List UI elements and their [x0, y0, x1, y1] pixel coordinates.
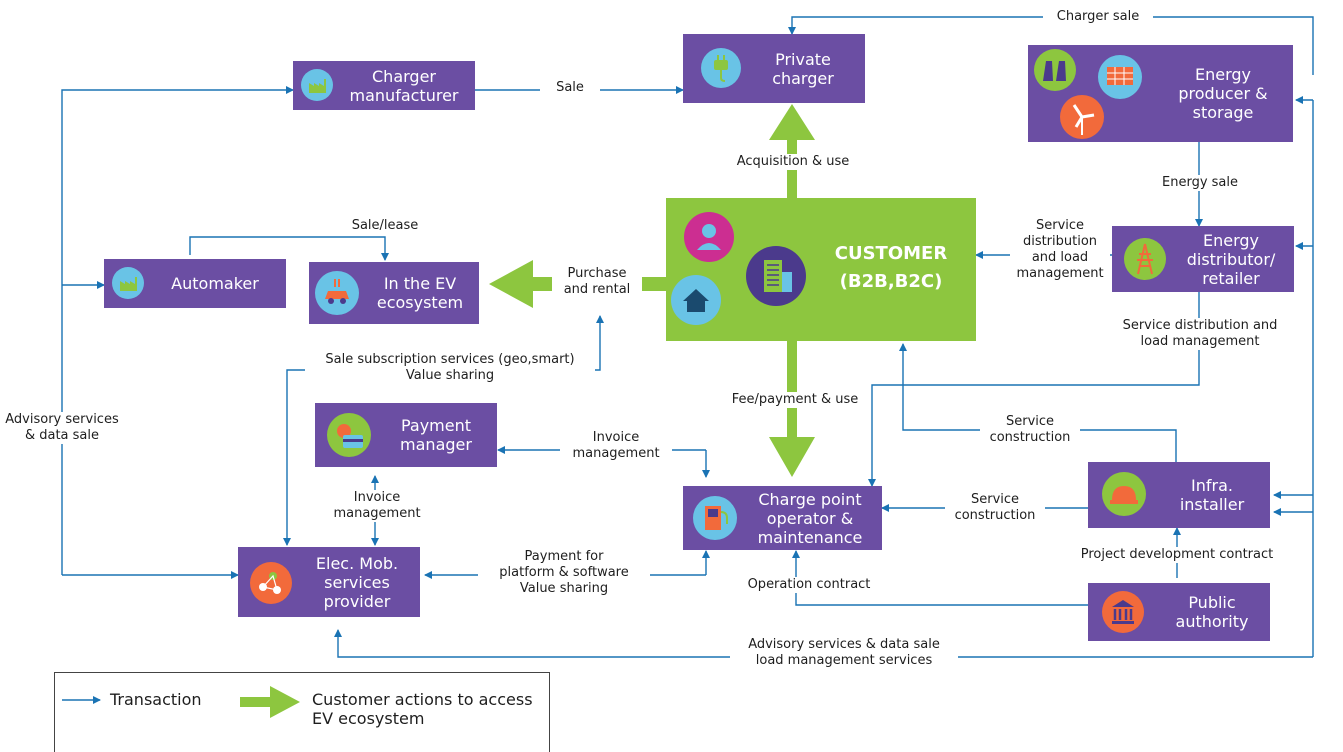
big-arrow-fee — [769, 341, 815, 477]
electric-car-icon — [315, 271, 359, 315]
label-advisory-bottom: Advisory services & data sale load manag… — [730, 637, 958, 669]
node-energy-distributor: Energy distributor/ retailer — [1112, 226, 1294, 292]
node-payment-manager: Payment manager — [315, 403, 497, 467]
label-fee-payment-use: Fee/payment & use — [722, 392, 868, 408]
charging-station-icon — [693, 496, 737, 540]
label-sale-lease: Sale/lease — [340, 218, 430, 234]
label-service-construction-mid: Service construction — [945, 492, 1045, 524]
label-project-development: Project development contract — [1063, 547, 1291, 563]
node-label: Private charger — [772, 49, 834, 88]
label-energy-sale: Energy sale — [1150, 175, 1250, 191]
money-card-icon — [327, 413, 371, 457]
node-energy-producer: Energy producer & storage — [1028, 45, 1293, 142]
node-label: Energy distributor/ retailer — [1186, 230, 1276, 288]
label-service-distribution: Service distribution and load management — [1010, 218, 1110, 282]
label-sale-subscription: Sale subscription services (geo,smart) V… — [305, 352, 595, 384]
government-building-icon — [1102, 591, 1144, 633]
label-service-construction-top: Service construction — [980, 414, 1080, 446]
link-advisory-bottom — [334, 629, 1313, 658]
building-icon — [746, 246, 806, 306]
node-label: Charge point operator & maintenance — [757, 489, 863, 547]
legend-transaction-label: Transaction — [110, 690, 202, 709]
label-advisory-left: Advisory services & data sale — [0, 412, 124, 444]
power-pylon-icon — [1124, 238, 1166, 280]
wind-turbine-icon — [1060, 95, 1104, 139]
label-acquisition-use: Acquisition & use — [727, 154, 859, 170]
node-charger-manufacturer: Charger manufacturer — [293, 61, 475, 110]
label-operation-contract: Operation contract — [735, 577, 883, 593]
label-invoice-management-right: Invoice management — [560, 430, 672, 462]
power-plant-icon — [1034, 49, 1076, 91]
hard-hat-icon — [1102, 472, 1146, 516]
label-charger-sale: Charger sale — [1043, 9, 1153, 25]
customer-label: CUSTOMER (B2B,B2C) — [834, 243, 948, 292]
node-automaker: Automaker — [104, 259, 286, 308]
node-label: Automaker — [171, 274, 259, 293]
node-label: Elec. Mob. services provider — [315, 553, 399, 611]
label-purchase-rental: Purchase and rental — [552, 266, 642, 298]
factory-icon — [301, 69, 333, 101]
node-customer: CUSTOMER (B2B,B2C) — [666, 198, 976, 341]
node-infra-installer: Infra. installer — [1088, 462, 1270, 528]
node-label: Infra. installer — [1179, 476, 1245, 514]
node-label: Payment manager — [400, 416, 472, 454]
node-label: Charger manufacturer — [349, 66, 459, 105]
link-sale-lease — [189, 236, 389, 261]
node-label: In the EV ecosystem — [376, 274, 464, 312]
label-sale: Sale — [540, 80, 600, 96]
big-arrow-acquisition — [769, 104, 815, 198]
node-private-charger: Private charger — [683, 34, 865, 103]
node-emsp: Elec. Mob. services provider — [238, 547, 420, 617]
node-label: Energy producer & storage — [1178, 65, 1268, 122]
legend-big-arrow — [240, 686, 300, 718]
node-charge-point-operator: Charge point operator & maintenance — [683, 486, 882, 550]
plug-icon — [701, 48, 741, 88]
label-payment-platform: Payment for platform & software Value sh… — [478, 549, 650, 597]
link-operation-contract — [792, 550, 1088, 606]
person-icon — [684, 212, 734, 262]
legend-customer-actions-label: Customer actions to access EV ecosystem — [312, 690, 533, 728]
factory-icon — [112, 267, 144, 299]
node-public-authority: Public authority — [1088, 583, 1270, 641]
label-invoice-management-below: Invoice management — [322, 490, 432, 522]
legend — [54, 672, 550, 752]
house-icon — [671, 275, 721, 325]
node-label: Public authority — [1175, 593, 1249, 631]
solar-panel-icon — [1098, 55, 1142, 99]
network-icon — [250, 562, 292, 604]
label-service-distribution-2: Service distribution and load management — [1105, 318, 1295, 350]
node-ev-ecosystem: In the EV ecosystem — [309, 262, 479, 324]
